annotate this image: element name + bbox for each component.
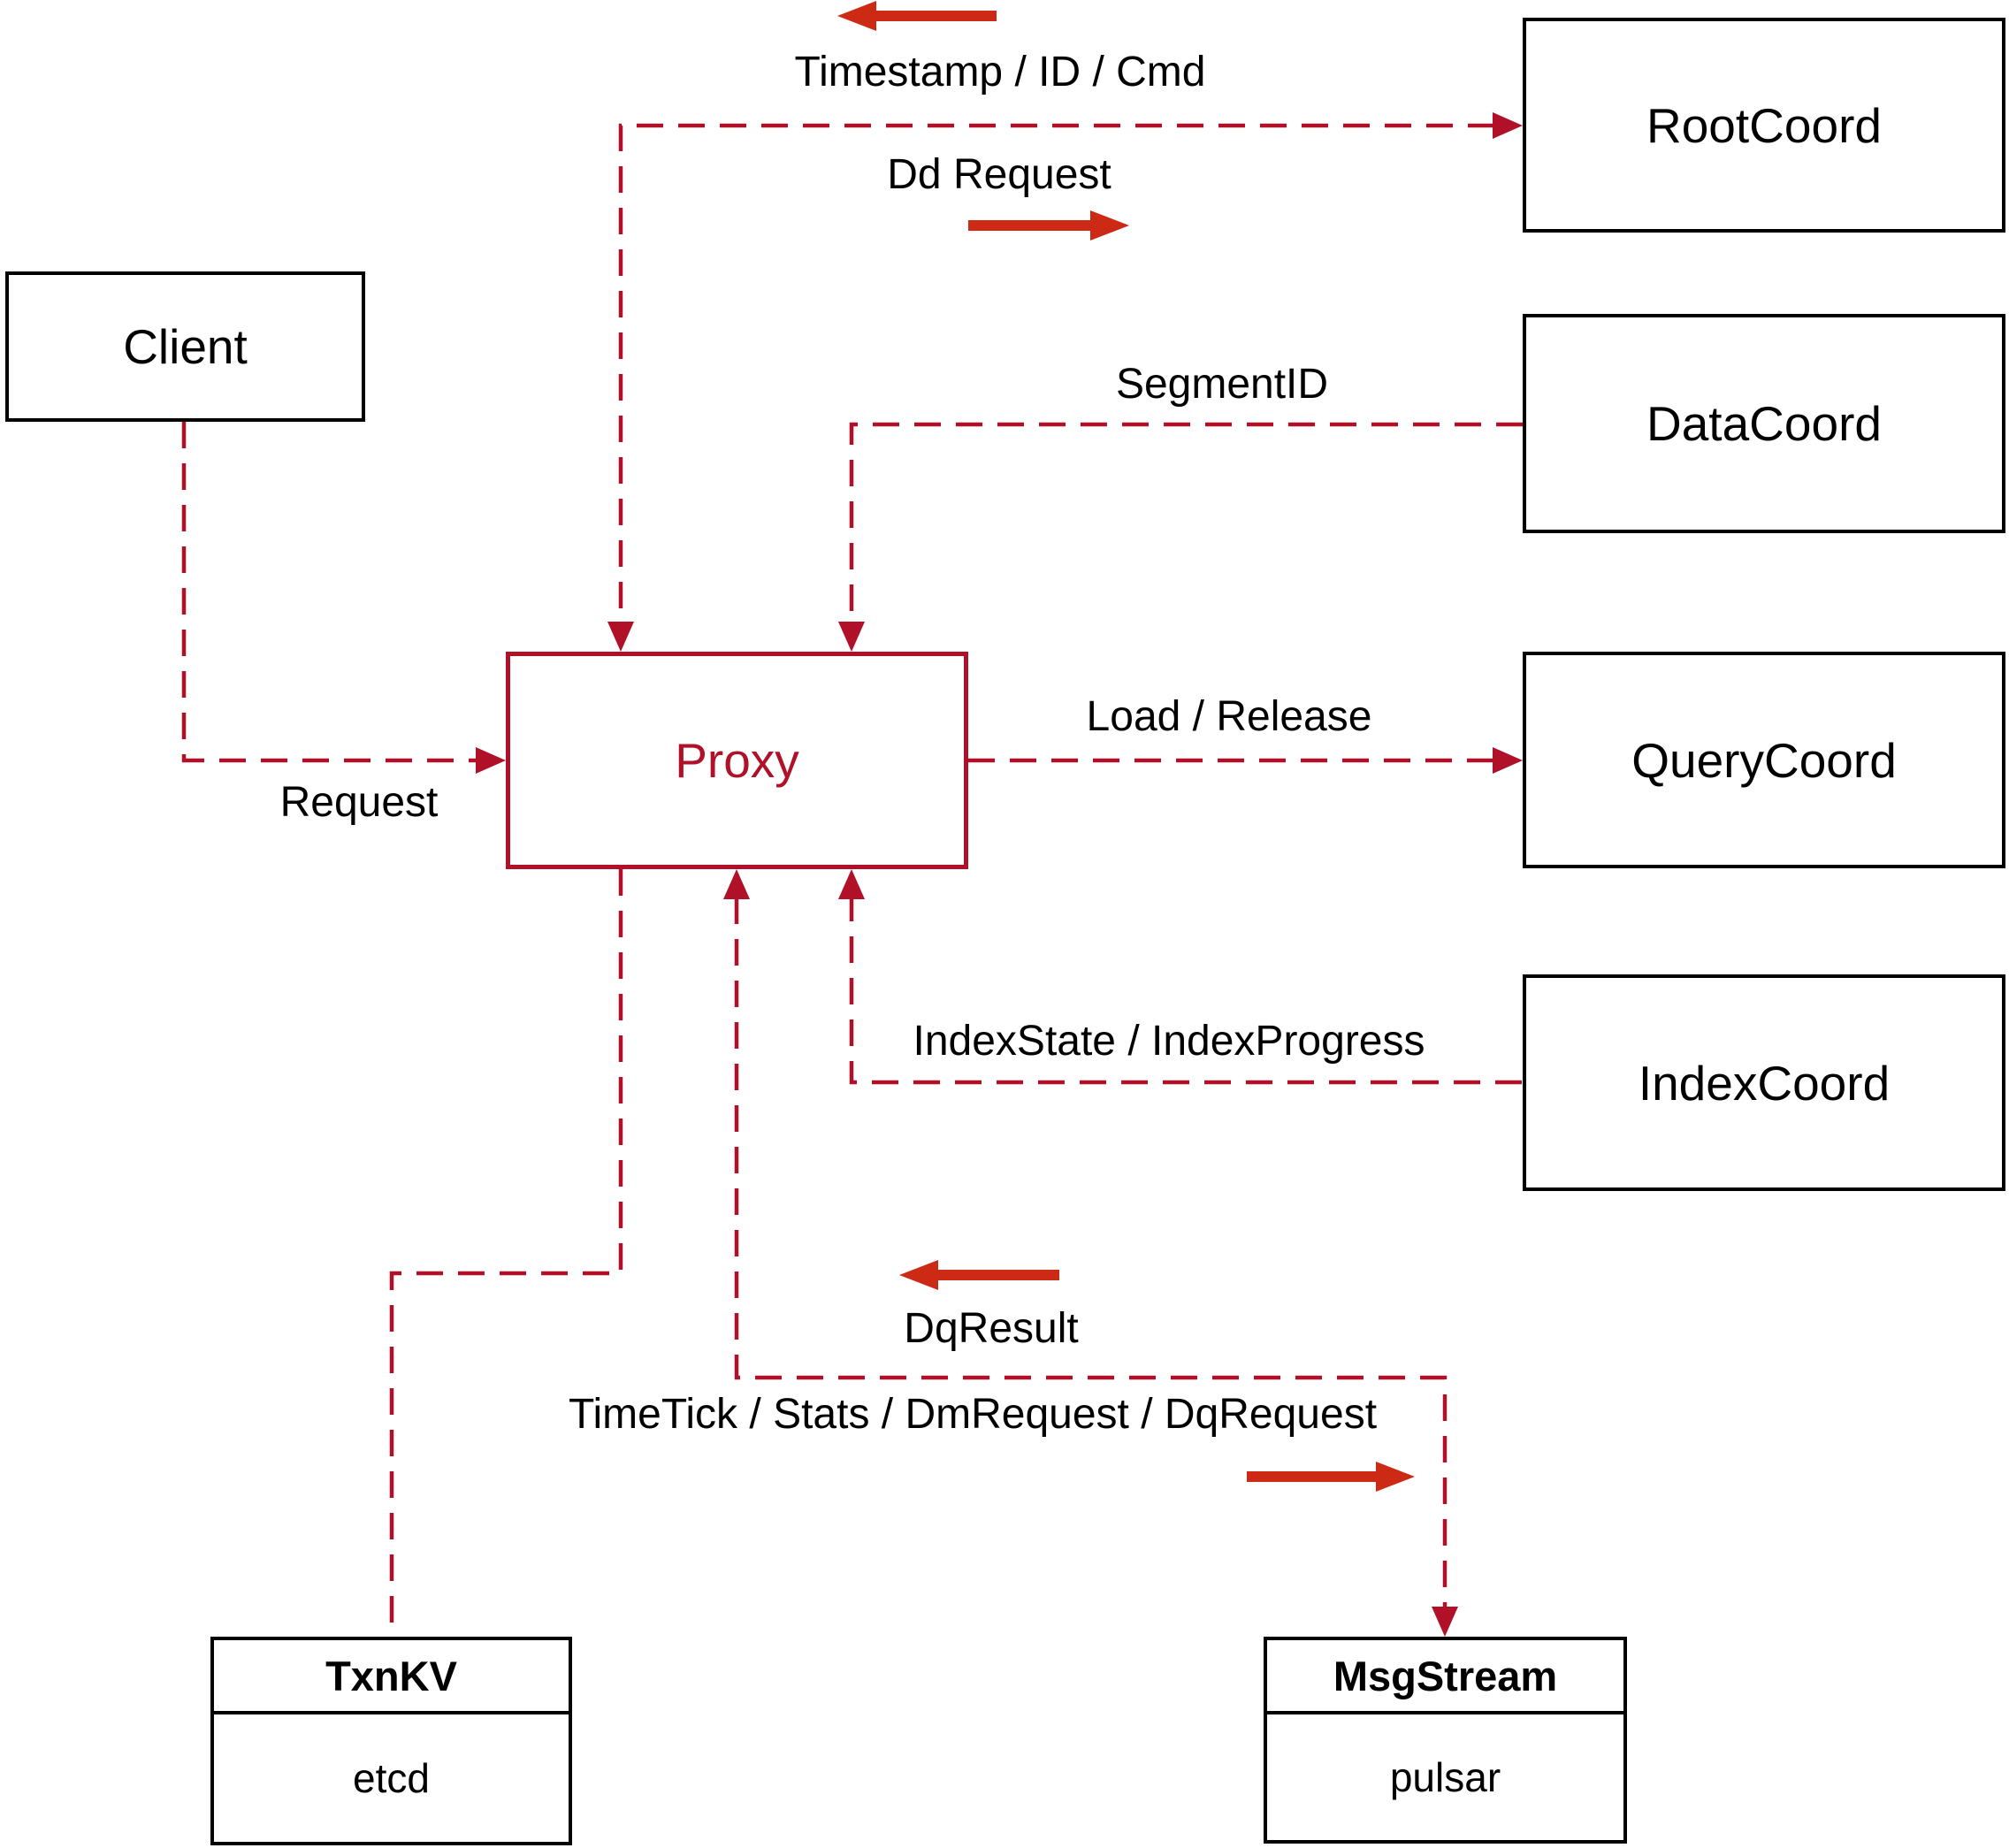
node-proxy: Proxy: [506, 652, 968, 869]
edge-proxy-querycoord: [968, 747, 1523, 774]
direction-arrow-timetick-right-icon: [1247, 1462, 1415, 1492]
node-datacoord: DataCoord: [1523, 314, 2005, 533]
edge-label-request: Request: [279, 779, 439, 826]
node-querycoord: QueryCoord: [1523, 652, 2005, 868]
node-client-label: Client: [123, 319, 248, 374]
edge-label-timestamp: Timestamp / ID / Cmd: [794, 49, 1206, 95]
edge-label-dq-result: DqResult: [904, 1305, 1079, 1352]
edge-datacoord-proxy: [838, 422, 1523, 652]
edge-label-load-release: Load / Release: [1086, 693, 1372, 740]
node-client: Client: [5, 271, 365, 422]
edge-client-proxy: [181, 422, 506, 774]
node-txnkv-subtitle: etcd: [353, 1755, 430, 1801]
edge-proxy-txnkv: [389, 869, 623, 1637]
direction-arrow-dd-request-right-icon: [968, 210, 1129, 241]
direction-arrow-timestamp-left-icon: [837, 1, 997, 31]
edge-label-timetick: TimeTick / Stats / DmRequest / DqRequest: [568, 1391, 1378, 1438]
edge-proxy-msgstream: [723, 869, 1458, 1637]
node-msgstream-subtitle: pulsar: [1389, 1754, 1501, 1800]
edge-label-index-state: IndexState / IndexProgress: [913, 1018, 1425, 1065]
direction-arrow-dq-result-left-icon: [899, 1260, 1059, 1290]
node-datacoord-label: DataCoord: [1646, 396, 1882, 451]
node-txnkv: TxnKV etcd: [210, 1637, 572, 1845]
node-indexcoord: IndexCoord: [1523, 974, 2005, 1191]
edge-label-segment-id: SegmentID: [1115, 361, 1329, 408]
node-rootcoord-label: RootCoord: [1646, 97, 1882, 153]
edge-indexcoord-proxy: [838, 869, 1522, 1085]
edge-label-dd-request: Dd Request: [887, 151, 1111, 198]
node-indexcoord-label: IndexCoord: [1638, 1055, 1891, 1111]
node-proxy-label: Proxy: [675, 733, 799, 788]
node-querycoord-label: QueryCoord: [1631, 732, 1897, 788]
node-txnkv-title: TxnKV: [214, 1640, 569, 1714]
node-msgstream-title: MsgStream: [1267, 1640, 1623, 1714]
node-rootcoord: RootCoord: [1523, 18, 2005, 233]
node-msgstream: MsgStream pulsar: [1264, 1637, 1627, 1844]
edge-proxy-rootcoord: [607, 112, 1523, 652]
